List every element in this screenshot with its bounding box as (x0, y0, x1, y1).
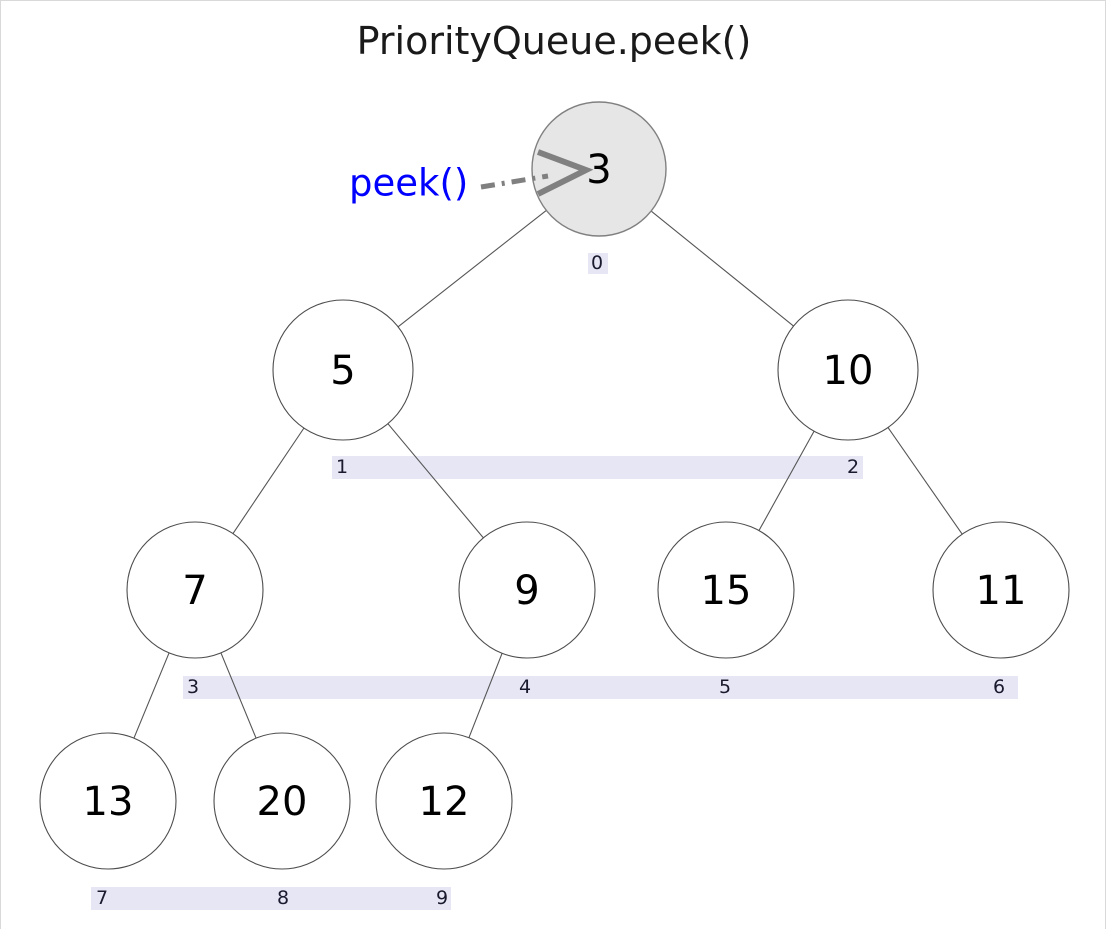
tree-node[interactable]: 13 (39, 732, 177, 870)
tree-node[interactable]: 10 (777, 299, 919, 441)
tree-node-circle-highlighted[interactable] (531, 101, 667, 237)
array-index-label: 1 (336, 456, 348, 478)
tree-node-circle[interactable] (39, 732, 177, 870)
tree-edge (133, 651, 170, 740)
tree-node-circle[interactable] (375, 732, 513, 870)
tree-node-value: 5 (330, 348, 355, 394)
tree-node-circle[interactable] (272, 299, 414, 441)
tree-node[interactable]: 7 (126, 521, 264, 659)
array-index-label: 2 (847, 456, 859, 478)
tree-node-circle[interactable] (458, 521, 596, 659)
array-index-label: 0 (591, 252, 603, 274)
tree-edge (231, 426, 305, 535)
tree-node-circle[interactable] (932, 521, 1070, 659)
array-index-label: 3 (187, 676, 199, 698)
tree-node-value: 7 (182, 568, 207, 614)
index-bands-group (91, 253, 1018, 910)
tree-edge (758, 430, 816, 532)
tree-node-value: 12 (419, 779, 470, 825)
peek-arrow-head-icon (536, 149, 594, 197)
array-index-label: 7 (96, 887, 108, 909)
tree-node-circle[interactable] (213, 732, 351, 870)
tree-node-circle[interactable] (657, 521, 795, 659)
tree-node-value: 13 (83, 779, 134, 825)
tree-node-value: 9 (514, 568, 539, 614)
tree-node-value: 15 (701, 568, 752, 614)
tree-edges-group (133, 209, 964, 740)
tree-node[interactable]: 20 (213, 732, 351, 870)
peek-annotation-label: peek() (349, 162, 468, 205)
array-index-label: 5 (719, 676, 731, 698)
tree-node[interactable]: 11 (932, 521, 1070, 659)
peek-annotation-group: peek() (349, 149, 594, 205)
array-index-label: 9 (436, 887, 448, 909)
tree-node[interactable]: 15 (657, 521, 795, 659)
array-index-label: 4 (519, 676, 531, 698)
index-band (588, 253, 608, 274)
tree-edge (220, 651, 257, 740)
index-band (332, 456, 863, 479)
peek-arrow-line (480, 173, 549, 190)
tree-edge (396, 209, 548, 328)
array-index-label: 6 (993, 676, 1005, 698)
tree-node[interactable]: 3 (531, 101, 667, 237)
tree-edge (468, 652, 503, 739)
page-title: PriorityQueue.peek() (356, 19, 752, 63)
index-band (91, 887, 451, 910)
tree-edge (650, 210, 795, 328)
tree-node-circle[interactable] (777, 299, 919, 441)
tree-node-value: 20 (257, 779, 308, 825)
tree-node[interactable]: 5 (272, 299, 414, 441)
tree-node[interactable]: 9 (458, 521, 596, 659)
tree-edge (386, 422, 485, 539)
tree-node-value: 11 (976, 568, 1027, 614)
tree-edge (886, 426, 964, 536)
index-band (183, 676, 1018, 699)
tree-node[interactable]: 12 (375, 732, 513, 870)
tree-node-value: 10 (823, 348, 874, 394)
tree-node-circle[interactable] (126, 521, 264, 659)
array-index-label: 8 (277, 887, 289, 909)
